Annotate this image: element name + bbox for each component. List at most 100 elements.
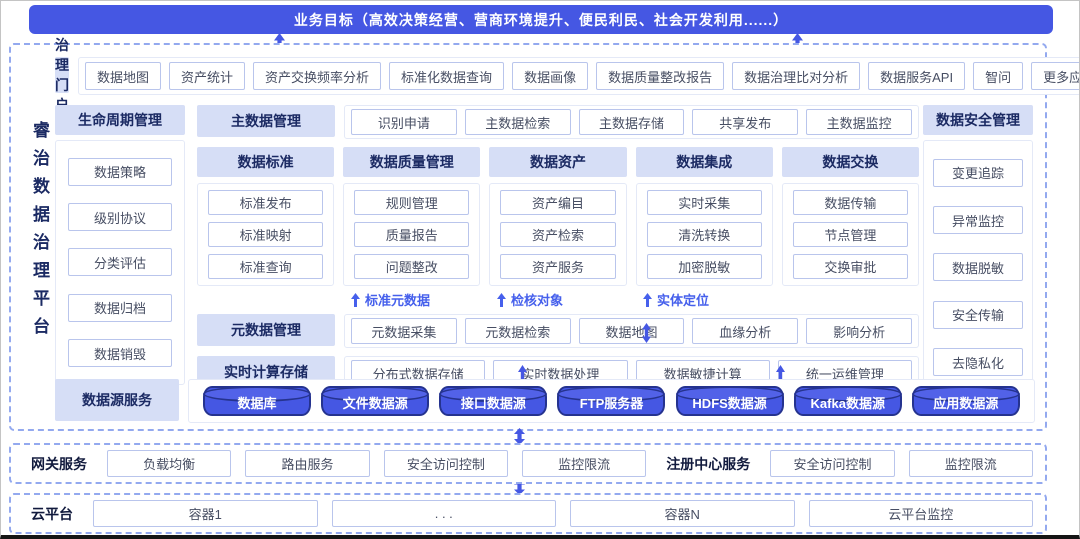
module-data-exchange: 数据交换 数据传输 节点管理 交换审批 (781, 147, 920, 286)
datasource-item: FTP服务器 (579, 396, 644, 411)
datasource-panel: 数据库 文件数据源 接口数据源 FTP服务器 HDFS数据源 Kafka数据源 … (188, 379, 1035, 423)
gateway-container: 网关服务 负载均衡 路由服务 安全访问控制 监控限流 注册中心服务 安全访问控制… (9, 443, 1047, 484)
security-item: 变更追踪 (933, 158, 1023, 187)
cloud-item: 容器N (570, 500, 795, 527)
module-panel: 资产编目 资产检索 资产服务 (489, 183, 627, 286)
module-item: 问题整改 (354, 254, 470, 279)
portal-item: 智问 (973, 62, 1024, 90)
portal-item: 数据服务API (868, 62, 966, 90)
module-header: 数据资产 (489, 147, 627, 177)
platform-container: 睿治数据治理平台 治理门户 数据地图 资产统计 资产交换频率分析 标准化数据查询… (9, 37, 1079, 431)
module-item: 实时采集 (646, 190, 762, 215)
module-item: 交换审批 (792, 254, 909, 279)
portal-row: 治理门户 数据地图 资产统计 资产交换频率分析 标准化数据查询 数据画像 数据质… (55, 37, 1079, 113)
module-item: 质量报告 (354, 222, 470, 247)
database-cylinder-icon: HDFS数据源 (675, 386, 784, 416)
portal-item: 资产交换频率分析 (253, 62, 382, 90)
up-arrow-icon (351, 292, 360, 307)
datasource-label: 数据源服务 (55, 379, 179, 421)
master-data-item: 识别申请 (351, 109, 457, 135)
business-goal-text: 业务目标（高效决策经营、营商环境提升、便民利民、社会开发利用......） (293, 11, 789, 28)
center-stack: 主数据管理 识别申请 主数据检索 主数据存储 共享发布 主数据监控 数据标准 标… (197, 105, 920, 398)
flow-label: 实体定位 (643, 290, 709, 309)
flow-label-text: 标准元数据 (365, 293, 431, 308)
gateway-item: 监控限流 (521, 450, 647, 477)
portal-item: 数据治理比对分析 (732, 62, 861, 90)
module-item: 资产服务 (500, 254, 616, 279)
module-data-standard: 数据标准 标准发布 标准映射 标准查询 (197, 147, 335, 286)
module-header: 数据标准 (197, 147, 335, 177)
portal-item: 资产统计 (169, 62, 246, 90)
portal-item: 更多应用 (1031, 62, 1079, 90)
database-cylinder-icon: 数据库 (203, 386, 312, 416)
master-data-item: 主数据监控 (806, 109, 912, 135)
module-data-integration: 数据集成 实时采集 清洗转换 加密脱敏 (635, 147, 773, 286)
module-columns: 数据标准 标准发布 标准映射 标准查询 数据质量管理 规则管理 质量报告 问题整… (197, 147, 920, 286)
datasource-item: 接口数据源 (460, 396, 526, 411)
registry-item: 安全访问控制 (770, 450, 895, 477)
database-cylinder-icon: FTP服务器 (557, 386, 666, 416)
module-data-asset: 数据资产 资产编目 资产检索 资产服务 (489, 147, 627, 286)
platform-title: 睿治数据治理平台 (30, 121, 49, 345)
module-item: 资产检索 (500, 222, 616, 247)
master-data-label: 主数据管理 (197, 105, 335, 137)
security-item: 数据脱敏 (933, 253, 1023, 282)
flow-label-text: 实体定位 (657, 293, 710, 308)
master-data-panel: 识别申请 主数据检索 主数据存储 共享发布 主数据监控 (344, 105, 919, 139)
flow-label: 检核对象 (497, 290, 563, 309)
up-arrow-icon (497, 292, 506, 307)
lifecycle-item: 分类评估 (68, 248, 172, 277)
module-header: 数据质量管理 (343, 147, 481, 177)
module-panel: 规则管理 质量报告 问题整改 (343, 183, 481, 286)
database-cylinder-icon: 应用数据源 (911, 386, 1020, 416)
master-data-row: 主数据管理 识别申请 主数据检索 主数据存储 共享发布 主数据监控 (197, 105, 919, 139)
database-cylinder-icon: Kafka数据源 (793, 386, 902, 416)
cloud-item: 容器1 (93, 500, 318, 527)
up-arrow-icon (643, 292, 652, 307)
portal-item: 数据画像 (512, 62, 589, 90)
lifecycle-item: 数据销毁 (68, 339, 172, 368)
flow-label-text: 检核对象 (511, 293, 564, 308)
cloud-row: 云平台 容器1 . . . 容器N 云平台监控 (25, 500, 1033, 527)
metadata-row: 元数据管理 元数据采集 元数据检索 数据地图 血缘分析 影响分析 (197, 314, 919, 348)
database-cylinder-icon: 接口数据源 (439, 386, 548, 416)
portal-item: 标准化数据查询 (389, 62, 505, 90)
master-data-item: 主数据检索 (464, 109, 571, 135)
metadata-panel: 元数据采集 元数据检索 数据地图 血缘分析 影响分析 (344, 314, 919, 348)
master-data-item: 主数据存储 (578, 109, 685, 135)
datasource-item: HDFS数据源 (692, 396, 767, 411)
module-header: 数据交换 (781, 147, 920, 177)
module-item: 加密脱敏 (646, 254, 762, 279)
gateway-row: 网关服务 负载均衡 路由服务 安全访问控制 监控限流 注册中心服务 安全访问控制… (25, 450, 1033, 477)
registry-item: 监控限流 (908, 450, 1033, 477)
portal-label: 治理门户 (55, 37, 69, 113)
module-item: 标准查询 (208, 254, 324, 279)
portal-item: 数据地图 (85, 62, 162, 90)
lifecycle-item: 数据归档 (68, 293, 172, 322)
module-item: 节点管理 (792, 222, 909, 247)
datasource-row: 数据源服务 数据库 文件数据源 接口数据源 FTP服务器 HDFS数据源 Kaf… (55, 379, 1035, 423)
module-panel: 数据传输 节点管理 交换审批 (781, 183, 920, 286)
registry-label: 注册中心服务 (666, 455, 751, 472)
module-panel: 实时采集 清洗转换 加密脱敏 (635, 183, 773, 286)
cloud-label: 云平台 (31, 505, 73, 522)
security-panel: 变更追踪 异常监控 数据脱敏 安全传输 去隐私化 (923, 140, 1033, 395)
up-down-arrow-icon (641, 323, 652, 343)
datasource-item: 文件数据源 (342, 396, 408, 411)
metadata-item: 血缘分析 (692, 318, 799, 344)
lifecycle-column: 生命周期管理 数据策略 级别协议 分类评估 数据归档 数据销毁 (55, 105, 185, 385)
lifecycle-item: 数据策略 (68, 157, 172, 186)
module-item: 标准发布 (208, 190, 324, 215)
metadata-item: 影响分析 (806, 318, 912, 344)
lifecycle-header: 生命周期管理 (55, 105, 185, 135)
business-goal-banner: 业务目标（高效决策经营、营商环境提升、便民利民、社会开发利用......） (29, 5, 1053, 34)
metadata-label: 元数据管理 (197, 314, 335, 346)
datasource-item: 应用数据源 (933, 396, 999, 411)
module-item: 资产编目 (500, 190, 616, 215)
metadata-item: 元数据采集 (351, 318, 457, 344)
metadata-item: 元数据检索 (464, 318, 571, 344)
gateway-label: 网关服务 (31, 455, 87, 472)
security-header: 数据安全管理 (923, 105, 1033, 135)
portal-panel: 数据地图 资产统计 资产交换频率分析 标准化数据查询 数据画像 数据质量整改报告… (78, 57, 1079, 95)
